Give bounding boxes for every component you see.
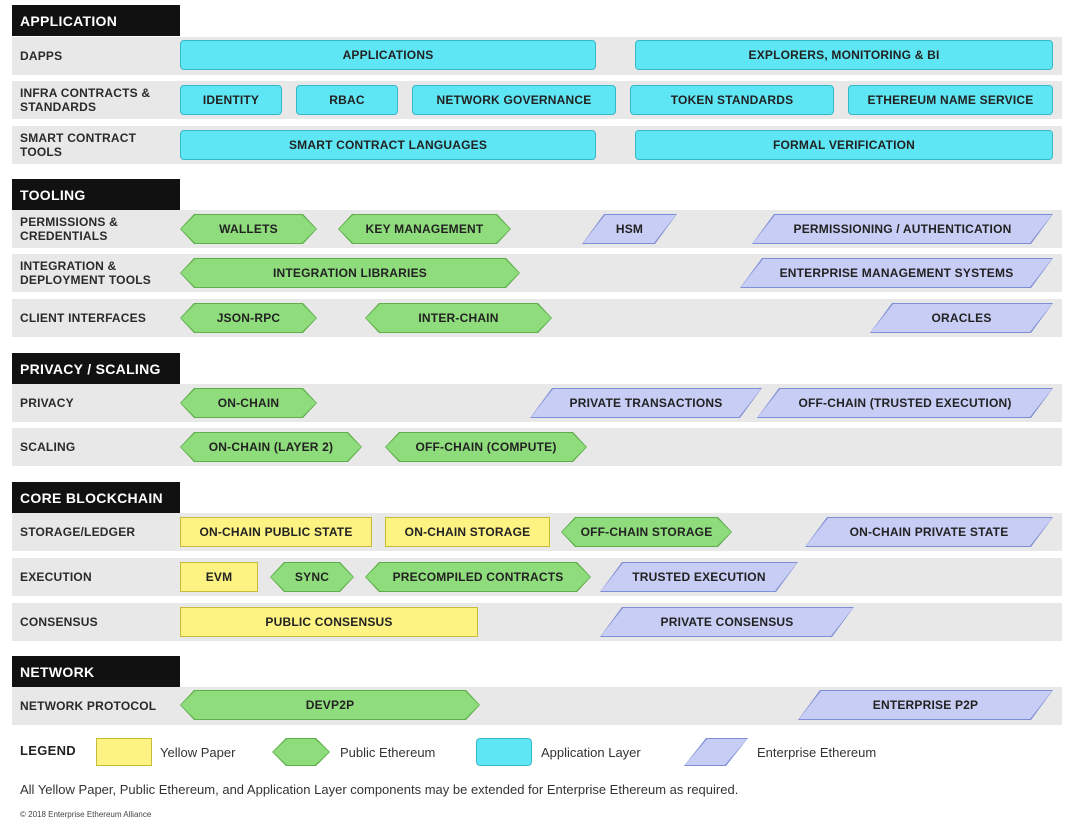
item-on-chain-shape: ON-CHAIN bbox=[180, 388, 317, 418]
item-on-chain-storage: ON-CHAIN STORAGE bbox=[385, 517, 550, 547]
item-applications: APPLICATIONS bbox=[180, 40, 596, 70]
item-on-chain-layer-2: ON-CHAIN (LAYER 2) bbox=[181, 433, 361, 461]
item-off-chain-compute-shape: OFF-CHAIN (COMPUTE) bbox=[385, 432, 587, 462]
row-label-client-interfaces: CLIENT INTERFACES bbox=[20, 311, 147, 325]
row-label-privacy: PRIVACY bbox=[20, 396, 74, 410]
item-permissioning-authentication: PERMISSIONING / AUTHENTICATION bbox=[753, 215, 1052, 243]
item-sync-shape: SYNC bbox=[270, 562, 354, 592]
item-on-chain-public-state: ON-CHAIN PUBLIC STATE bbox=[180, 517, 372, 547]
legend-label-yellow-paper: Yellow Paper bbox=[160, 745, 236, 760]
item-token-standards: TOKEN STANDARDS bbox=[630, 85, 834, 115]
item-on-chain-layer-2-shape: ON-CHAIN (LAYER 2) bbox=[180, 432, 362, 462]
item-on-chain-private-state: ON-CHAIN PRIVATE STATE bbox=[806, 518, 1052, 546]
item-formal-verification: FORMAL VERIFICATION bbox=[635, 130, 1053, 160]
item-enterprise-p2p-shape: ENTERPRISE P2P bbox=[798, 690, 1053, 720]
item-off-chain-trusted-execution-shape: OFF-CHAIN (TRUSTED EXECUTION) bbox=[757, 388, 1053, 418]
section-header-tooling: TOOLING bbox=[12, 179, 180, 210]
legend-label-public-ethereum: Public Ethereum bbox=[340, 745, 436, 760]
legend-swatch-enterprise-ethereum bbox=[684, 738, 748, 766]
item-identity: IDENTITY bbox=[180, 85, 282, 115]
row-label-storage-ledger: STORAGE/LEDGER bbox=[20, 525, 136, 539]
item-oracles: ORACLES bbox=[871, 304, 1052, 332]
legend-swatch-yellow-paper bbox=[96, 738, 152, 766]
section-header-network: NETWORK bbox=[12, 656, 180, 687]
row-label-smart-contract-tools: SMART CONTRACT TOOLS bbox=[20, 131, 137, 159]
copyright: © 2018 Enterprise Ethereum Alliance bbox=[20, 810, 152, 819]
section-header-privacy-scaling: PRIVACY / SCALING bbox=[12, 353, 180, 384]
legend-label-application-layer: Application Layer bbox=[541, 745, 641, 760]
row-label-execution: EXECUTION bbox=[20, 570, 92, 584]
item-enterprise-management-systems: ENTERPRISE MANAGEMENT SYSTEMS bbox=[741, 259, 1052, 287]
item-key-management: KEY MANAGEMENT bbox=[339, 215, 510, 243]
section-header-application: APPLICATION bbox=[12, 5, 180, 36]
item-oracles-shape: ORACLES bbox=[870, 303, 1053, 333]
item-private-transactions: PRIVATE TRANSACTIONS bbox=[531, 389, 761, 417]
item-off-chain-compute: OFF-CHAIN (COMPUTE) bbox=[386, 433, 586, 461]
item-private-consensus: PRIVATE CONSENSUS bbox=[601, 608, 853, 636]
legend-swatch-public-ethereum-fill bbox=[273, 739, 329, 765]
item-precompiled-contracts: PRECOMPILED CONTRACTS bbox=[366, 563, 590, 591]
item-wallets-shape: WALLETS bbox=[180, 214, 317, 244]
item-off-chain-trusted-execution: OFF-CHAIN (TRUSTED EXECUTION) bbox=[758, 389, 1052, 417]
item-integration-libraries-shape: INTEGRATION LIBRARIES bbox=[180, 258, 520, 288]
row-label-network-protocol: NETWORK PROTOCOL bbox=[20, 699, 157, 713]
legend-title: LEGEND bbox=[20, 743, 76, 758]
item-private-consensus-shape: PRIVATE CONSENSUS bbox=[600, 607, 854, 637]
item-off-chain-storage-shape: OFF-CHAIN STORAGE bbox=[561, 517, 732, 547]
item-trusted-execution: TRUSTED EXECUTION bbox=[601, 563, 797, 591]
row-label-permissions: PERMISSIONS & CREDENTIALS bbox=[20, 215, 118, 243]
item-devp2p: DEVP2P bbox=[181, 691, 479, 719]
item-json-rpc-shape: JSON-RPC bbox=[180, 303, 317, 333]
row-label-scaling: SCALING bbox=[20, 440, 76, 454]
row-label-consensus: CONSENSUS bbox=[20, 615, 98, 629]
item-inter-chain: INTER-CHAIN bbox=[366, 304, 551, 332]
item-enterprise-management-systems-shape: ENTERPRISE MANAGEMENT SYSTEMS bbox=[740, 258, 1053, 288]
item-evm: EVM bbox=[180, 562, 258, 592]
item-on-chain-private-state-shape: ON-CHAIN PRIVATE STATE bbox=[805, 517, 1053, 547]
legend-swatch-application-layer bbox=[476, 738, 532, 766]
legend-label-enterprise-ethereum: Enterprise Ethereum bbox=[757, 745, 877, 760]
item-ethereum-name-service: ETHEREUM NAME SERVICE bbox=[848, 85, 1053, 115]
item-public-consensus: PUBLIC CONSENSUS bbox=[180, 607, 478, 637]
item-permissioning-authentication-shape: PERMISSIONING / AUTHENTICATION bbox=[752, 214, 1053, 244]
item-private-transactions-shape: PRIVATE TRANSACTIONS bbox=[530, 388, 762, 418]
item-integration-libraries: INTEGRATION LIBRARIES bbox=[181, 259, 519, 287]
item-inter-chain-shape: INTER-CHAIN bbox=[365, 303, 552, 333]
item-trusted-execution-shape: TRUSTED EXECUTION bbox=[600, 562, 798, 592]
item-off-chain-storage: OFF-CHAIN STORAGE bbox=[562, 518, 731, 546]
footnote: All Yellow Paper, Public Ethereum, and A… bbox=[20, 782, 739, 797]
item-enterprise-p2p: ENTERPRISE P2P bbox=[799, 691, 1052, 719]
item-network-governance: NETWORK GOVERNANCE bbox=[412, 85, 616, 115]
row-label-infra: INFRA CONTRACTS & STANDARDS bbox=[20, 86, 151, 114]
section-header-core-blockchain: CORE BLOCKCHAIN bbox=[12, 482, 180, 513]
item-key-management-shape: KEY MANAGEMENT bbox=[338, 214, 511, 244]
item-explorers-monitoring-bi: EXPLORERS, MONITORING & BI bbox=[635, 40, 1053, 70]
legend-swatch-enterprise-ethereum-fill bbox=[685, 739, 747, 765]
item-on-chain: ON-CHAIN bbox=[181, 389, 316, 417]
item-json-rpc: JSON-RPC bbox=[181, 304, 316, 332]
item-smart-contract-languages: SMART CONTRACT LANGUAGES bbox=[180, 130, 596, 160]
row-label-dapps: DAPPS bbox=[20, 49, 63, 63]
item-wallets: WALLETS bbox=[181, 215, 316, 243]
item-precompiled-contracts-shape: PRECOMPILED CONTRACTS bbox=[365, 562, 591, 592]
item-sync: SYNC bbox=[271, 563, 353, 591]
item-devp2p-shape: DEVP2P bbox=[180, 690, 480, 720]
row-label-integration: INTEGRATION & DEPLOYMENT TOOLS bbox=[20, 259, 151, 287]
legend-swatch-public-ethereum bbox=[272, 738, 330, 766]
item-rbac: RBAC bbox=[296, 85, 398, 115]
